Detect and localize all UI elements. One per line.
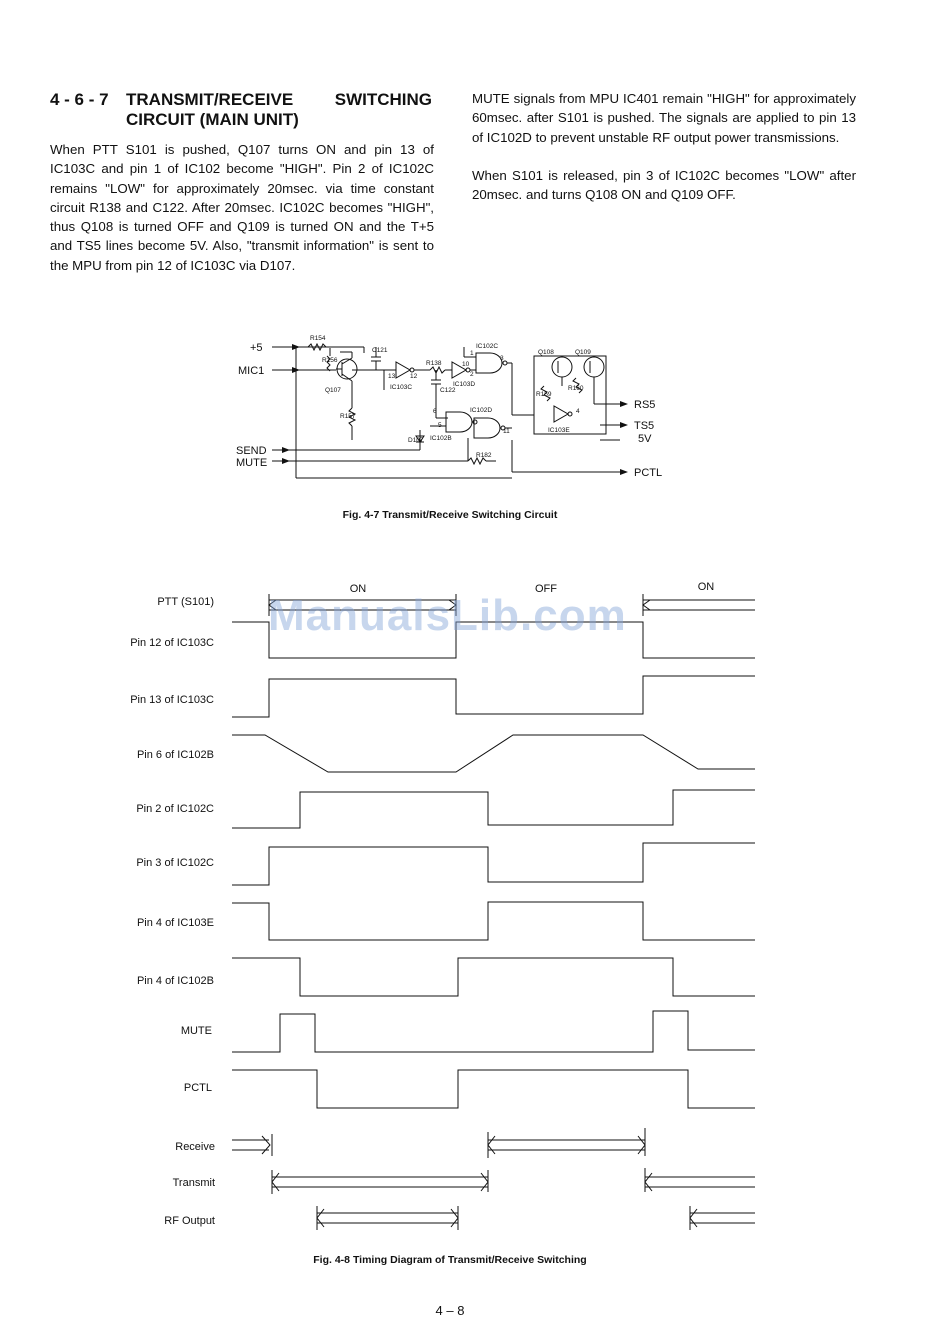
figure-caption-4-8: Fig. 4-8 Timing Diagram of Transmit/Rece… (313, 1254, 587, 1266)
label-send: SEND (236, 445, 267, 457)
label-pin13: 13 (388, 373, 396, 380)
label-q109: Q109 (575, 349, 591, 356)
label-c121: C121 (372, 347, 388, 354)
label-plus5: +5 (250, 342, 263, 354)
label-r154: R154 (310, 335, 326, 342)
arrow-transmit-2 (644, 1168, 755, 1192)
waveform-pin3-ic102c (232, 842, 755, 886)
body-paragraph-right-1: MUTE signals from MPU IC401 remain "HIGH… (472, 91, 856, 145)
arrow-rf-output-1 (316, 1206, 459, 1230)
timing-row-label-0: PTT (S101) (157, 596, 214, 608)
label-r160: R160 (568, 385, 584, 392)
body-paragraph-left: When PTT S101 is pushed, Q107 turns ON a… (50, 142, 434, 273)
manualslib-watermark: ManualsLib.com (268, 591, 627, 640)
label-ic102c: IC102C (476, 343, 498, 350)
body-paragraph-right-2: When S101 is released, pin 3 of IC102C b… (472, 167, 856, 203)
label-pin5: 5 (438, 422, 442, 429)
timing-row-label-9: PCTL (184, 1082, 212, 1094)
waveform-pin4-ic103e (232, 901, 755, 941)
arrow-receive-1 (232, 1134, 273, 1156)
waveform-pctl (232, 1069, 755, 1109)
timing-row-label-6: Pin 4 of IC103E (137, 917, 214, 929)
label-d107: D107 (408, 437, 424, 444)
timing-state-off: OFF (535, 583, 557, 595)
timing-row-label-3: Pin 6 of IC102B (137, 749, 214, 761)
timing-row-label-11: Transmit (173, 1177, 215, 1189)
right-column: MUTE signals from MPU IC401 remain "HIGH… (472, 89, 856, 223)
label-mic1: MIC1 (238, 365, 264, 377)
label-ts5: TS5 (634, 420, 654, 432)
label-r159: R159 (536, 391, 552, 398)
arrow-transmit-1 (271, 1170, 489, 1194)
section-heading: 4 - 6 - 7 TRANSMIT/RECEIVE SWITCHING CIRC… (50, 90, 434, 130)
label-ic103d: IC103D (453, 381, 475, 388)
section-number: 4 - 6 - 7 (50, 90, 109, 109)
label-ic102d: IC102D (470, 407, 492, 414)
timing-row-label-4: Pin 2 of IC102C (136, 803, 214, 815)
waveform-pin12-ic103c (232, 621, 755, 659)
label-pin2: 2 (470, 371, 474, 378)
timing-row-label-7: Pin 4 of IC102B (137, 975, 214, 987)
timing-row-label-12: RF Output (164, 1215, 215, 1227)
label-pin3: 3 (500, 355, 504, 362)
label-q107: Q107 (325, 387, 341, 394)
label-r157: R157 (340, 413, 356, 420)
label-pin4: 4 (576, 408, 580, 415)
timing-state-on-2: ON (698, 581, 715, 593)
page-number: 4 – 8 (435, 1303, 465, 1318)
label-ic103e: IC103E (548, 427, 570, 434)
waveform-pin4-ic102b (232, 957, 755, 997)
section-title-line1: TRANSMIT/RECEIVE SWITCHING (126, 90, 432, 109)
label-r156-left: R156 (322, 357, 338, 364)
waveform-pin2-ic102c (232, 789, 755, 829)
label-pin6: 6 (433, 408, 437, 415)
label-ic103c: IC103C (390, 384, 412, 391)
figure-caption-4-7: Fig. 4-7 Transmit/Receive Switching Circ… (342, 509, 558, 521)
timing-row-label-2: Pin 13 of IC103C (130, 694, 214, 706)
waveform-mute (232, 1010, 755, 1053)
label-pin11: 11 (503, 428, 510, 435)
waveform-pin6-ic102b (232, 734, 755, 773)
label-r138: R138 (426, 360, 442, 367)
label-q108: Q108 (538, 349, 554, 356)
left-column: When PTT S101 is pushed, Q107 turns ON a… (50, 140, 434, 294)
label-pin12: 12 (410, 373, 418, 380)
label-pin10: 10 (462, 361, 470, 368)
label-pin1: 1 (470, 350, 474, 357)
arrow-rf-output-2 (689, 1206, 755, 1230)
label-pctl: PCTL (634, 467, 662, 479)
timing-row-label-8: MUTE (181, 1025, 212, 1037)
label-mute: MUTE (236, 457, 267, 469)
section-title-line2: CIRCUIT (MAIN UNIT) (126, 110, 299, 129)
label-ic102b: IC102B (430, 435, 452, 442)
timing-row-label-5: Pin 3 of IC102C (136, 857, 214, 869)
label-r182: R182 (476, 452, 492, 459)
label-c122: C122 (440, 387, 456, 394)
timing-row-label-1: Pin 12 of IC103C (130, 637, 214, 649)
timing-row-label-10: Receive (175, 1141, 215, 1153)
waveform-pin13-ic103c (232, 675, 755, 718)
label-rs5: RS5 (634, 399, 655, 411)
label-5v: 5V (638, 433, 652, 445)
arrow-receive-2 (487, 1128, 646, 1158)
timing-state-on-1: ON (350, 583, 367, 595)
